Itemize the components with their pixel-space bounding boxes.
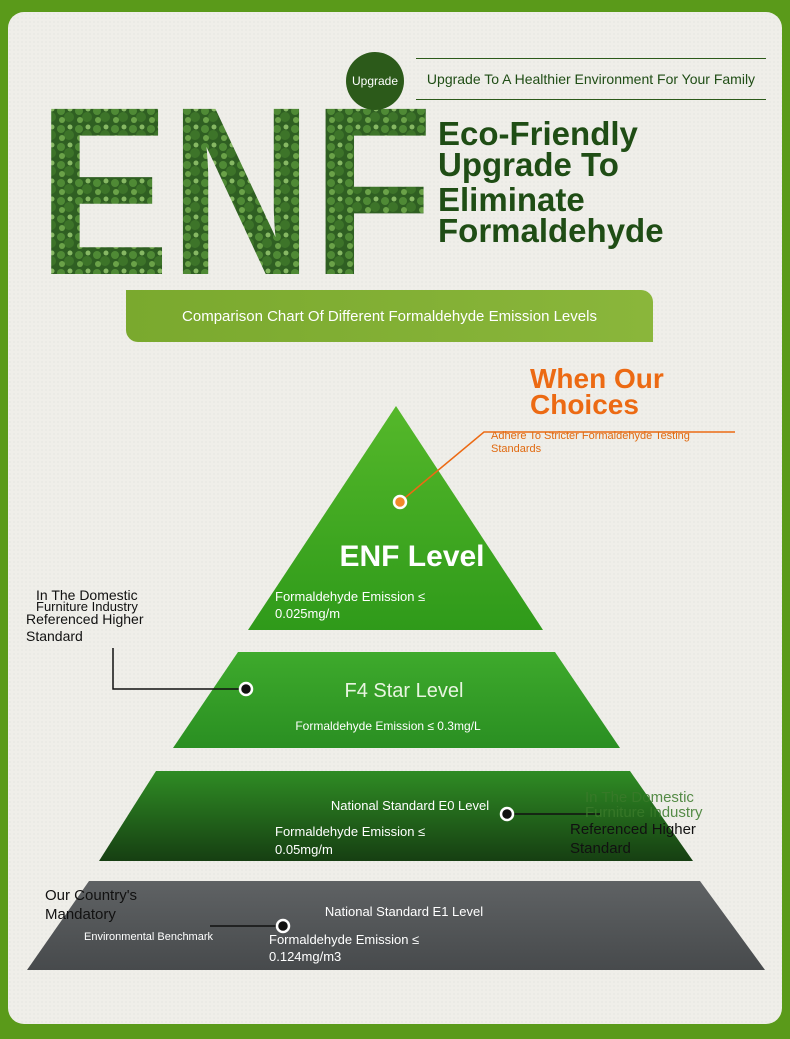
note-line: Our Country's (45, 887, 138, 904)
callout-line-f4 (112, 648, 246, 690)
note-right-mid: Referenced Higher Standard (570, 820, 696, 858)
note-bottom-left: Our Country's Mandatory (45, 886, 137, 924)
e0-level-title: National Standard E0 Level (331, 798, 489, 813)
callout-dot-e0 (499, 806, 515, 822)
upgrade-badge: Upgrade (346, 52, 404, 110)
headline-line: Eco-Friendly (438, 115, 638, 152)
enf-level-title: ENF Level (339, 540, 484, 573)
note-line: Furniture Industry (585, 804, 703, 821)
e1-level-title: National Standard E1 Level (325, 904, 483, 919)
enf-emission-line-2: 0.025mg/m (275, 606, 340, 621)
headline-line: Eliminate (438, 181, 585, 218)
e1-emission-line-1: Formaldehyde Emission ≤ (269, 932, 419, 947)
f4-level-title: F4 Star Level (345, 680, 464, 702)
tier-e1 (27, 881, 765, 970)
e1-emission-line-2: 0.124mg/m3 (269, 949, 341, 964)
note-line: Referenced Higher (570, 821, 696, 838)
note-line: Standard (570, 840, 631, 857)
callout-title-line: Choices (530, 389, 639, 420)
headline-line: Upgrade To (438, 146, 619, 183)
comparison-banner: Comparison Chart Of Different Formaldehy… (126, 290, 653, 342)
tier-enf (248, 406, 543, 630)
f4-emission: Formaldehyde Emission ≤ 0.3mg/L (295, 719, 481, 733)
headline: Eco-Friendly Upgrade To Eliminate Formal… (438, 115, 738, 249)
note-bottom-left-sub: Environmental Benchmark (84, 931, 214, 943)
callout-line-enf (399, 431, 735, 503)
note-line: In The Domestic (585, 789, 694, 806)
callout-dot-e1 (275, 918, 291, 934)
e0-emission-line-2: 0.05mg/m (275, 842, 333, 857)
callout-title-line: When Our (530, 363, 664, 394)
e0-emission-line-1: Formaldehyde Emission ≤ (275, 824, 425, 839)
note-right-mid-ghost: In The Domestic Furniture Industry (585, 790, 703, 820)
headline-line: Formaldehyde (438, 212, 664, 249)
callout-dot-f4 (238, 681, 254, 697)
callout-subtitle: Adhere To Stricter Formaldehyde Testing … (491, 430, 690, 455)
tier-f4 (173, 652, 620, 748)
tier-e0 (99, 771, 693, 861)
tagline: Upgrade To A Healthier Environment For Y… (416, 58, 766, 100)
note-line: Mandatory (45, 906, 116, 923)
callout-dot-enf (392, 494, 408, 510)
callout-title: When Our Choices (530, 363, 750, 420)
enf-emission-line-1: Formaldehyde Emission ≤ (275, 589, 425, 604)
note-line: Furniture Industry (36, 599, 138, 614)
note-line: In The Domestic (36, 587, 138, 603)
note-left-top: In The Domestic Furniture Industry Refer… (26, 588, 144, 643)
note-line: Standard (26, 628, 83, 644)
note-line: Referenced Higher (26, 611, 144, 627)
